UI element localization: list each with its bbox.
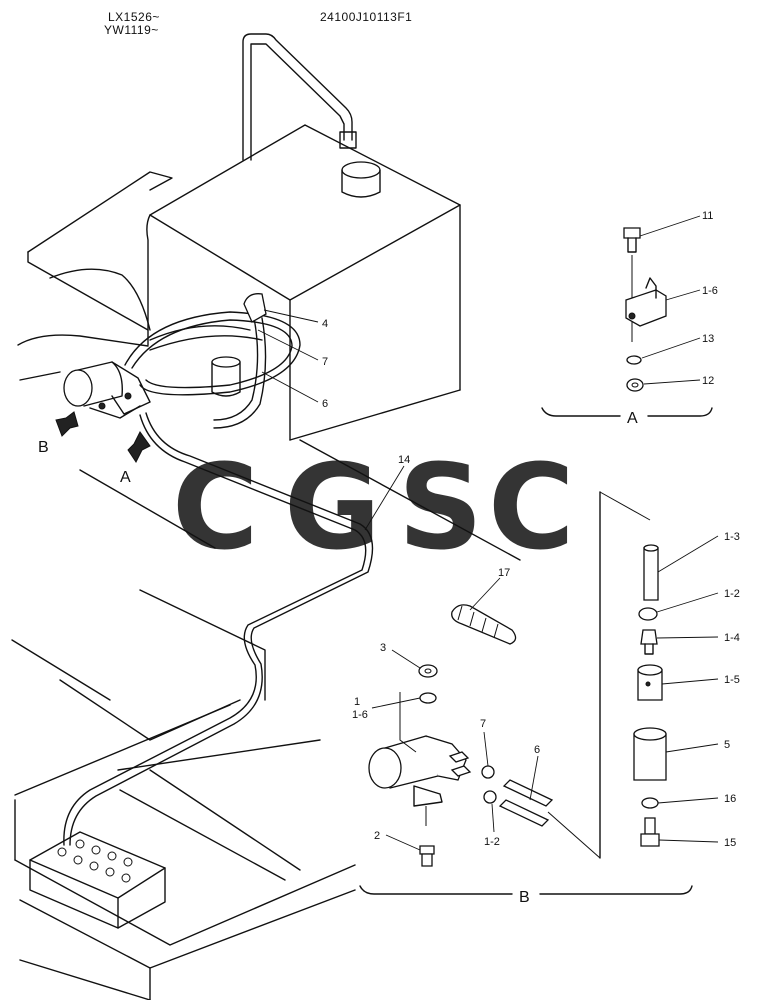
cgsc-watermark: C G S C bbox=[172, 438, 575, 576]
serial-range-line-1: LX1526~ bbox=[108, 10, 160, 24]
view-arrow-b-label: B bbox=[38, 439, 49, 456]
callout-1-2-view-b: 1-2 bbox=[484, 836, 500, 848]
callout-13: 13 bbox=[702, 333, 714, 345]
callout-6-main: 6 bbox=[322, 398, 328, 410]
callout-5: 5 bbox=[724, 739, 730, 751]
view-arrow-a-label: A bbox=[120, 469, 131, 486]
callout-3: 3 bbox=[380, 642, 386, 654]
watermark-letter-c1: C bbox=[172, 438, 259, 576]
view-b-detail bbox=[359, 491, 693, 895]
view-b-title: B bbox=[519, 889, 530, 906]
watermark-letter-g: G bbox=[284, 438, 381, 576]
callout-1-4: 1-4 bbox=[724, 632, 740, 644]
callout-7-main: 7 bbox=[322, 356, 328, 368]
watermark-letter-s: S bbox=[398, 438, 483, 576]
watermark-letter-c2: C bbox=[488, 438, 575, 576]
callout-11: 11 bbox=[702, 210, 713, 222]
callout-1-5: 1-5 bbox=[724, 674, 740, 686]
callout-14: 14 bbox=[398, 454, 410, 466]
callout-12: 12 bbox=[702, 375, 714, 387]
callout-15: 15 bbox=[724, 837, 736, 849]
callout-16: 16 bbox=[724, 793, 736, 805]
callout-2: 2 bbox=[374, 830, 380, 842]
callout-1-3: 1-3 bbox=[724, 531, 740, 543]
callout-4: 4 bbox=[322, 318, 328, 330]
part-code: 24100J10113F1 bbox=[320, 10, 412, 24]
callout-17: 17 bbox=[498, 567, 510, 579]
callout-6-view-b: 6 bbox=[534, 744, 540, 756]
view-a-detail bbox=[541, 227, 713, 417]
serial-range-line-2: YW1119~ bbox=[104, 23, 159, 37]
callout-7-view-b: 7 bbox=[480, 718, 486, 730]
callout-1-6-view-a: 1-6 bbox=[702, 285, 718, 297]
callout-1: 1 bbox=[354, 696, 360, 708]
callout-1-2-right: 1-2 bbox=[724, 588, 740, 600]
callout-1-6-view-b: 1-6 bbox=[352, 709, 368, 721]
view-a-title: A bbox=[627, 410, 638, 427]
main-assembly-drawing bbox=[11, 33, 521, 1000]
